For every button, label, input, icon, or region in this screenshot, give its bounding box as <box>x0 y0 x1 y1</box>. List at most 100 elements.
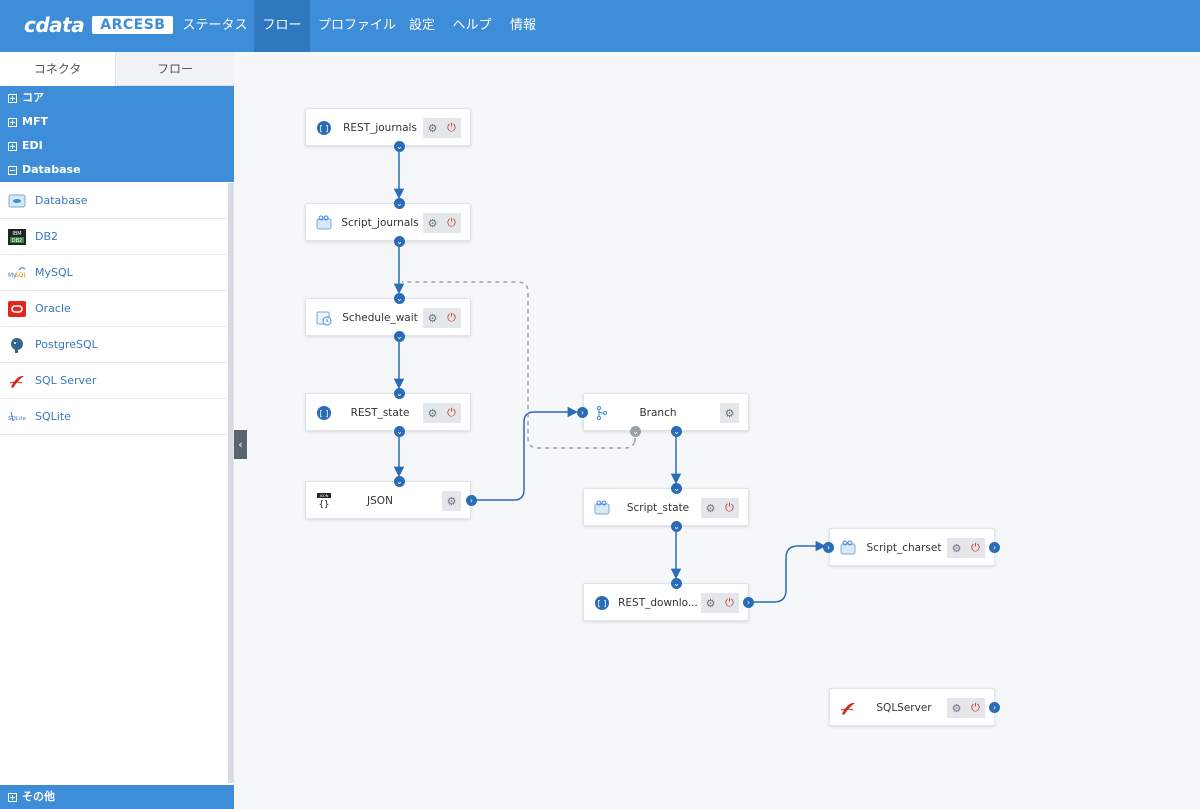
svg-text:[ ]: [ ] <box>320 124 329 133</box>
connector-postgresql[interactable]: PostgreSQL <box>0 327 228 363</box>
node-settings-gear-icon[interactable]: ⚙ <box>423 403 442 423</box>
node-output-port[interactable]: › <box>743 597 754 608</box>
node-settings-gear-icon[interactable]: ⚙ <box>701 498 720 518</box>
node-settings-gear-icon[interactable]: ⚙ <box>947 698 966 718</box>
node-input-port[interactable]: ⌄ <box>671 483 682 494</box>
node-settings-gear-icon[interactable]: ⚙ <box>423 308 442 328</box>
svg-text:SQL: SQL <box>15 272 26 279</box>
flow-node-branch[interactable]: Branch ⚙ <box>583 393 749 431</box>
node-output-port[interactable]: ⌄ <box>394 141 405 152</box>
svg-text:JSON: JSON <box>319 494 329 498</box>
category-other[interactable]: +その他 <box>0 785 234 809</box>
svg-text:IBM: IBM <box>12 231 21 237</box>
node-power-icon[interactable]: ⏻ <box>966 698 985 718</box>
node-input-port[interactable]: ⌄ <box>394 476 405 487</box>
connector-label: SQL Server <box>35 374 97 387</box>
tab-connectors[interactable]: コネクタ <box>0 52 116 86</box>
sqlserver-icon <box>840 702 855 715</box>
flow-node-script-state[interactable]: Script_state ⚙⏻ <box>583 488 749 526</box>
flow-node-rest-journals[interactable]: [ ] REST_journals ⚙⏻ <box>305 108 471 146</box>
logo-brand: cdata <box>24 13 85 37</box>
node-output-port[interactable]: ⌄ <box>394 236 405 247</box>
connection-json-branch <box>476 406 579 501</box>
node-input-port[interactable]: ⌄ <box>394 198 405 209</box>
nav-status[interactable]: ステータス <box>182 18 248 33</box>
sqlite-icon: SQLite <box>8 411 26 422</box>
node-settings-gear-icon[interactable]: ⚙ <box>701 593 720 613</box>
category-core[interactable]: +コア <box>0 86 234 110</box>
connector-label: DB2 <box>35 230 59 243</box>
flow-node-script-charset[interactable]: Script_charset ⚙⏻ <box>829 528 995 566</box>
node-output-port[interactable]: › <box>466 495 477 506</box>
connector-label: PostgreSQL <box>35 338 98 351</box>
connector-oracle[interactable]: Oracle <box>0 291 228 327</box>
flow-node-json[interactable]: JSON{} JSON ⚙ <box>305 481 471 519</box>
category-database[interactable]: −Database <box>0 158 234 182</box>
oracle-icon <box>8 301 26 317</box>
nav-help[interactable]: ヘルプ <box>452 18 492 33</box>
svg-text:SQLite: SQLite <box>8 416 26 422</box>
svg-text:[ ]: [ ] <box>320 409 329 418</box>
flow-node-sqlserver[interactable]: SQLServer ⚙⏻ <box>829 688 995 726</box>
flow-node-rest-download[interactable]: [ ] REST_downlo... ⚙⏻ <box>583 583 749 621</box>
nav-info[interactable]: 情報 <box>509 18 536 33</box>
node-input-port[interactable]: ⌄ <box>394 388 405 399</box>
node-settings-gear-icon[interactable]: ⚙ <box>442 491 461 511</box>
svg-text:DB2: DB2 <box>12 238 22 244</box>
flow-connections <box>393 152 827 603</box>
node-input-port[interactable]: ⌄ <box>671 578 682 589</box>
node-settings-gear-icon[interactable]: ⚙ <box>423 118 442 138</box>
expand-icon: + <box>8 118 17 127</box>
script-icon <box>840 540 856 555</box>
node-settings-gear-icon[interactable]: ⚙ <box>720 403 739 423</box>
node-output-port[interactable]: ⌄ <box>671 521 682 532</box>
connector-sidebar: コネクタ フロー +コア +MFT +EDI −Database Databas… <box>0 52 234 809</box>
node-label: Script_charset <box>866 542 942 554</box>
node-output-port[interactable]: › <box>989 702 1000 713</box>
postgresql-icon <box>11 338 23 353</box>
node-label: REST_journals <box>343 122 417 134</box>
connector-database[interactable]: Database <box>0 183 228 219</box>
node-power-icon[interactable]: ⏻ <box>442 308 461 328</box>
node-false-output-port[interactable]: ⌄ <box>630 426 641 437</box>
node-output-port[interactable]: ⌄ <box>394 331 405 342</box>
nav-settings[interactable]: 設定 <box>408 18 435 33</box>
node-true-output-port[interactable]: ⌄ <box>671 426 682 437</box>
node-label: Script_state <box>626 502 690 514</box>
node-settings-gear-icon[interactable]: ⚙ <box>947 538 966 558</box>
app-logo[interactable]: cdata ARCESB <box>24 13 174 37</box>
node-settings-gear-icon[interactable]: ⚙ <box>423 213 442 233</box>
nav-profile[interactable]: プロファイル <box>317 18 396 33</box>
connector-sqlserver[interactable]: SQL Server <box>0 363 228 399</box>
flow-node-script-journals[interactable]: Script_journals ⚙⏻ <box>305 203 471 241</box>
sidebar-scrollbar[interactable] <box>228 183 233 783</box>
flow-canvas[interactable]: [ ] REST_journals ⚙⏻ ⌄ Script_journals ⚙… <box>234 52 1200 799</box>
logo-product: ARCESB <box>92 16 174 34</box>
node-power-icon[interactable]: ⏻ <box>966 538 985 558</box>
node-power-icon[interactable]: ⏻ <box>442 118 461 138</box>
mysql-icon: MySQL <box>8 267 26 279</box>
node-power-icon[interactable]: ⏻ <box>442 403 461 423</box>
node-power-icon[interactable]: ⏻ <box>720 593 739 613</box>
nav-flow[interactable]: フロー <box>254 0 310 52</box>
node-power-icon[interactable]: ⏻ <box>720 498 739 518</box>
connector-sqlite[interactable]: SQLite SQLite <box>0 399 228 435</box>
flow-node-schedule-wait[interactable]: Schedule_wait ⚙⏻ <box>305 298 471 336</box>
script-icon <box>316 215 332 230</box>
connector-label: Oracle <box>35 302 71 315</box>
node-output-port[interactable]: › <box>989 542 1000 553</box>
category-edi[interactable]: +EDI <box>0 134 234 158</box>
node-power-icon[interactable]: ⏻ <box>442 213 461 233</box>
flow-node-rest-state[interactable]: [ ] REST_state ⚙⏻ <box>305 393 471 431</box>
sidebar-collapse-button[interactable]: ‹ <box>234 430 247 459</box>
node-input-port[interactable]: › <box>577 407 588 418</box>
node-input-port[interactable]: ⌄ <box>394 293 405 304</box>
connection-branch-loop <box>402 281 636 449</box>
node-output-port[interactable]: ⌄ <box>394 426 405 437</box>
tab-flows[interactable]: フロー <box>116 52 234 86</box>
sqlserver-icon <box>9 375 24 388</box>
category-mft[interactable]: +MFT <box>0 110 234 134</box>
node-input-port[interactable]: › <box>823 542 834 553</box>
